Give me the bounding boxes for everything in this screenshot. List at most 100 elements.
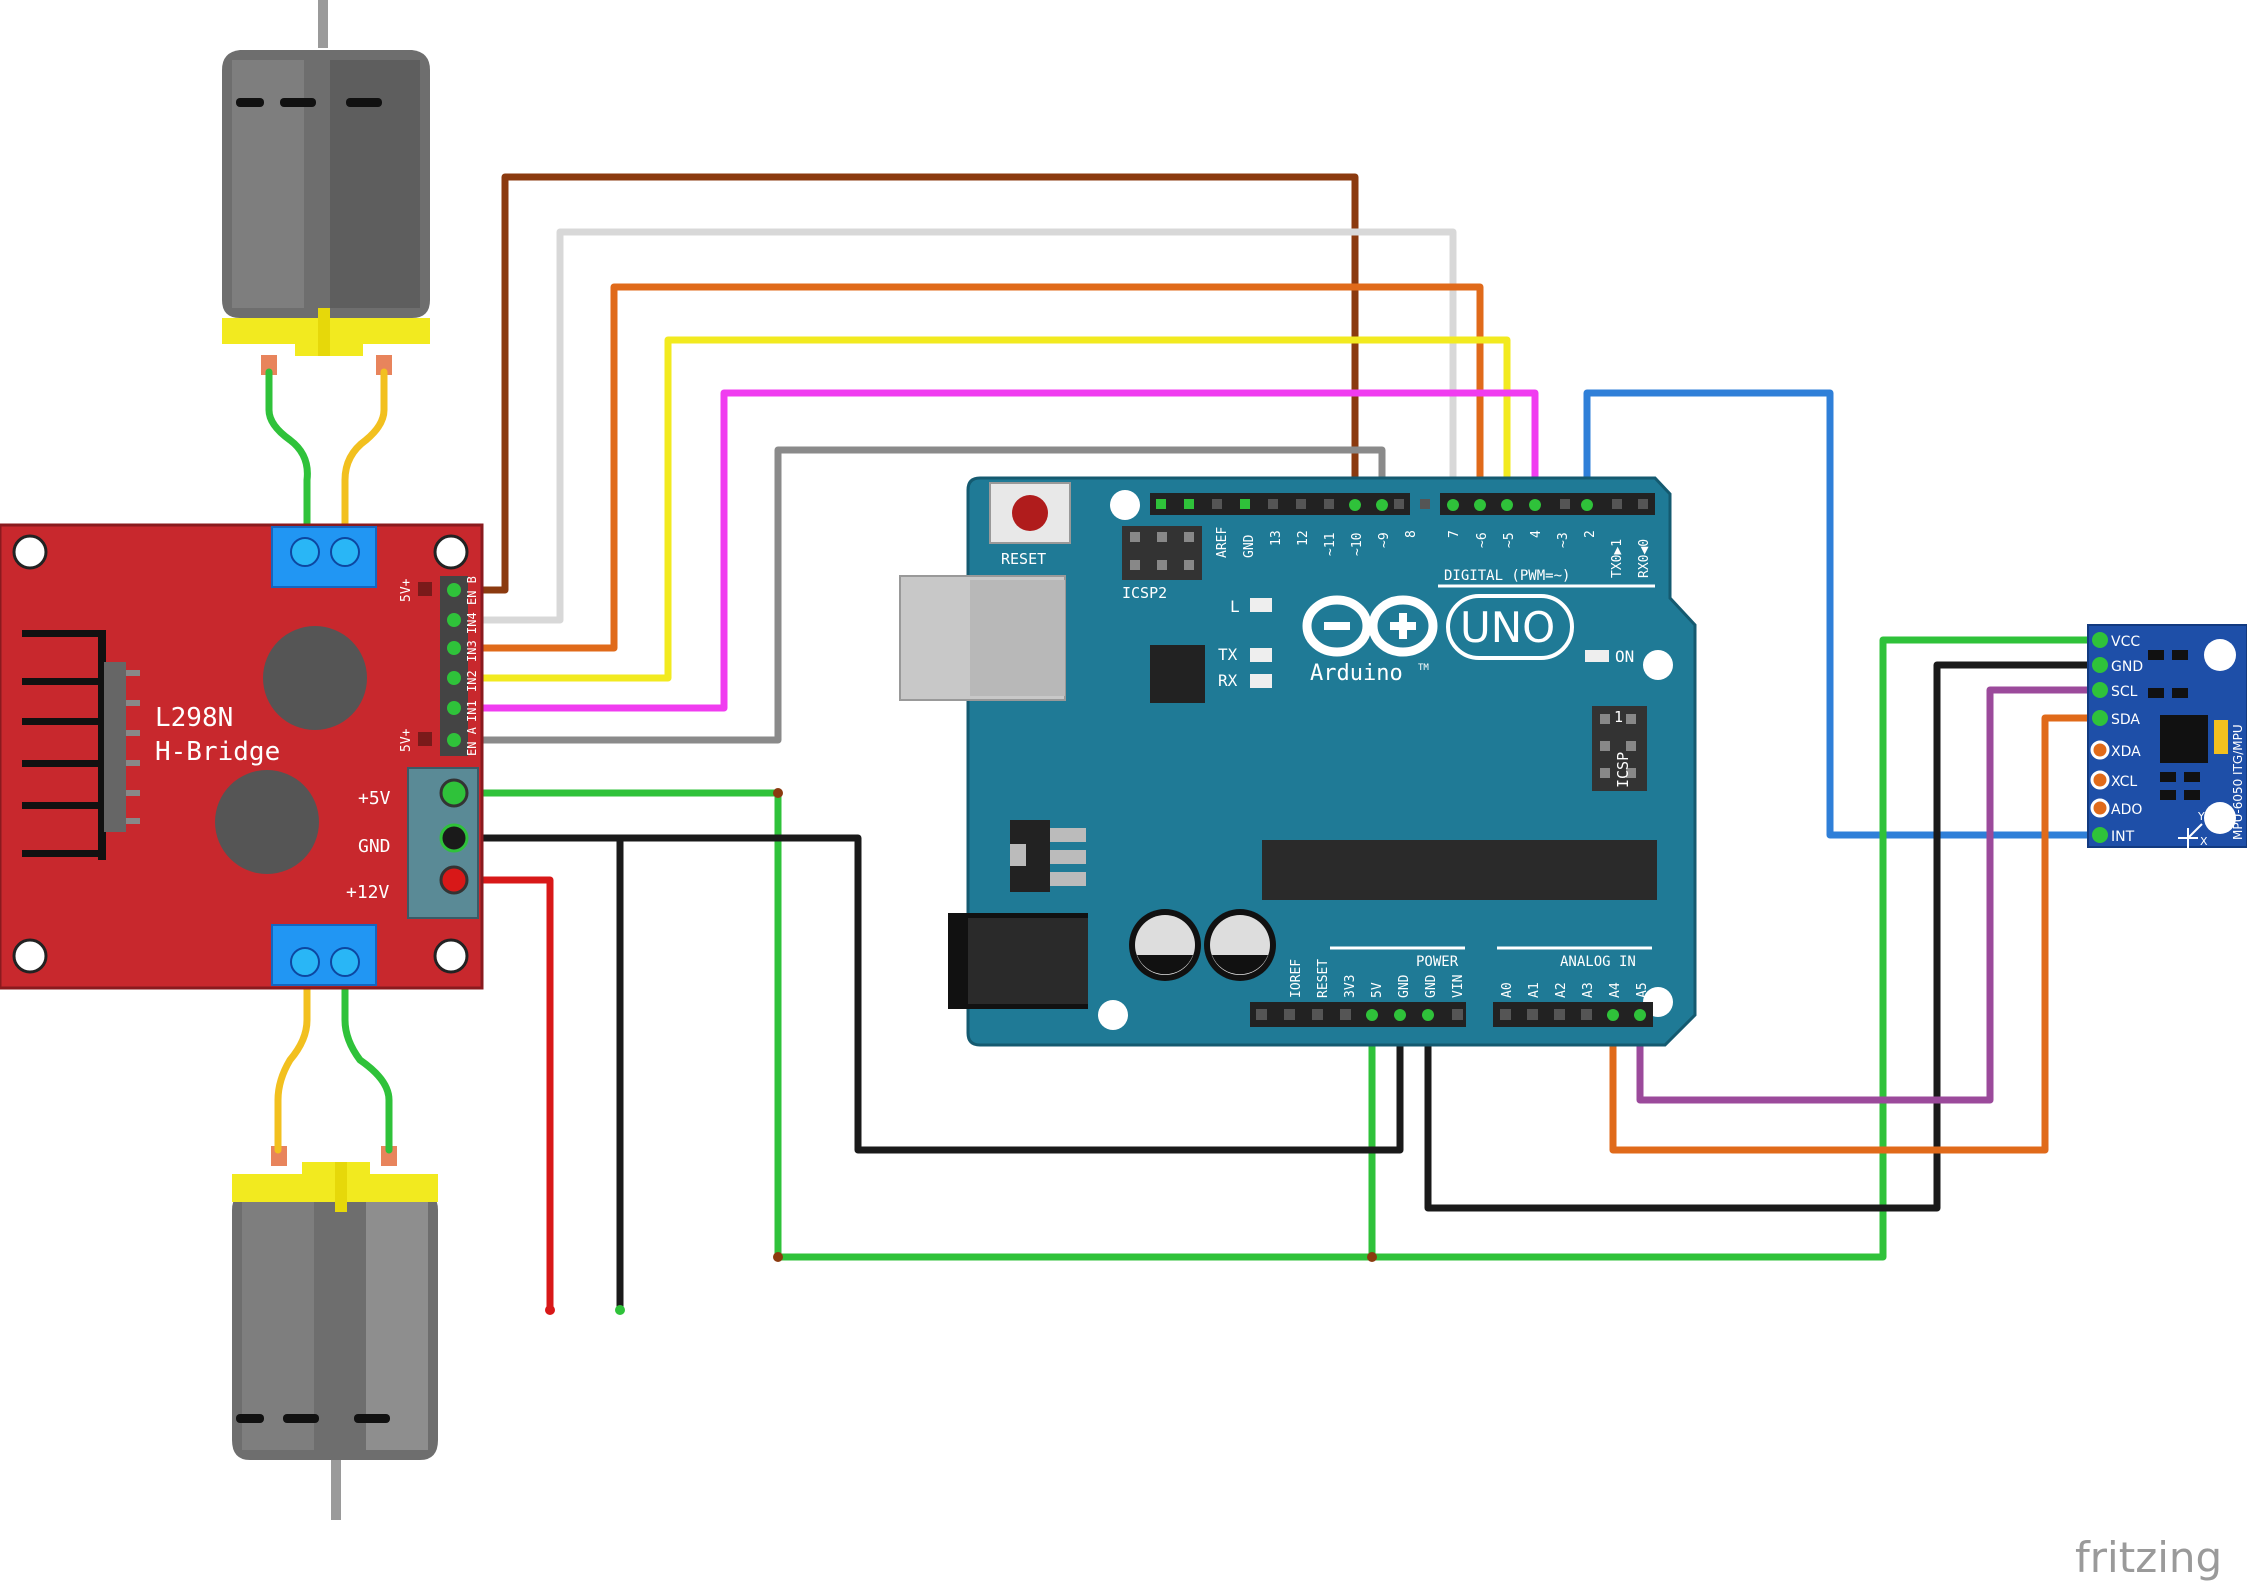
wire-black-gnd <box>454 834 1404 1154</box>
led-on <box>1585 650 1609 662</box>
pin-13: 13 <box>1269 530 1284 546</box>
pin-rx: RX0◀0 <box>1637 539 1652 578</box>
motor-top <box>222 0 430 375</box>
arduino-model: UNO <box>1460 603 1555 652</box>
wire-orange-sda <box>1609 714 2104 1154</box>
pin-3v3: 3V3 <box>1343 975 1358 998</box>
pin-a5: A5 <box>1635 982 1650 998</box>
led-tx-label: TX <box>1218 645 1238 664</box>
reset-label: RESET <box>1001 550 1046 568</box>
capacitor-right <box>1204 909 1276 981</box>
arduino-logo <box>1302 594 1574 660</box>
digital-header-left <box>1150 493 1410 515</box>
pin-gnd-2: GND <box>1424 974 1439 998</box>
led-l <box>1250 598 1272 612</box>
pin-ioref: IOREF <box>1289 959 1304 998</box>
wire-endpoints <box>773 788 1377 1262</box>
pin-tx: TX0▶1 <box>1610 539 1625 578</box>
pin-label-in1: IN1 <box>465 700 479 722</box>
wire-red-12v <box>454 876 554 1314</box>
mpu-pin-xcl: XCL <box>2111 774 2137 790</box>
wire-motor-bottom-green <box>341 956 393 1154</box>
arduino-brand: Arduino <box>1310 661 1403 686</box>
wires <box>265 173 2104 1314</box>
power-label-5v: +5V <box>358 788 391 809</box>
power-pin-labels: IOREF RESET 3V3 5V GND GND VIN <box>1289 959 1466 998</box>
pin-9: ~9 <box>1377 532 1392 548</box>
pin-label-in3: IN3 <box>465 640 479 662</box>
wire-blue-int <box>1583 389 2104 839</box>
digital-header-right <box>1440 493 1655 515</box>
mpu-pin-ado: ADO <box>2111 802 2142 818</box>
mpu-chip <box>2160 715 2208 763</box>
pin-5: ~5 <box>1502 532 1517 548</box>
wire-motor-bottom-yellow <box>274 956 311 1154</box>
mpu-pin-labels: VCC GND SCL SDA XDA XCL ADO INT <box>2111 634 2143 845</box>
pin-label-en-b: EN B <box>465 576 479 605</box>
mpu-pin-scl: SCL <box>2111 684 2138 700</box>
pin-3: ~3 <box>1556 532 1571 548</box>
pin-8: 8 <box>1404 530 1419 538</box>
pin-5v: 5V <box>1370 982 1385 998</box>
motor-terminal-bottom <box>271 924 377 986</box>
arduino-uno-board: RESET ICSP2 <box>899 476 1697 1047</box>
voltage-regulator <box>1010 820 1086 892</box>
pin-a1: A1 <box>1527 982 1542 998</box>
fritzing-watermark: fritzing <box>2075 1533 2222 1582</box>
pin-4: 4 <box>1529 530 1544 538</box>
mpu-pin-xda: XDA <box>2111 744 2141 760</box>
hbridge-subtitle: H-Bridge <box>155 737 280 767</box>
mpu6050-board: VCC GND SCL SDA XDA XCL ADO INT MPU-6050… <box>2087 624 2247 848</box>
mpu-axis-x: X <box>2200 835 2208 848</box>
pin-label-in2: IN2 <box>465 670 479 692</box>
led-rx <box>1250 674 1272 688</box>
mpu-title: MPU-6050 ITG/MPU <box>2231 724 2245 840</box>
digital-label: DIGITAL (PWM=~) <box>1444 568 1570 584</box>
pin-10: ~10 <box>1350 533 1365 556</box>
atmega-chip <box>1262 840 1657 900</box>
mpu-pin-sda: SDA <box>2111 712 2140 728</box>
mpu-axis-y: Y <box>2197 810 2205 823</box>
pin-aref: AREF <box>1215 527 1230 558</box>
mpu-pin-gnd: GND <box>2111 659 2143 675</box>
pin-reset: RESET <box>1316 959 1331 998</box>
wire-motor-top-yellow <box>341 368 388 549</box>
top-pin-labels-right: 7 ~6 ~5 4 ~3 2 TX0▶1 RX0◀0 <box>1447 530 1652 578</box>
pin-vin: VIN <box>1451 975 1466 998</box>
icsp-pin1-label: 1 <box>1614 708 1623 726</box>
l298n-board: L298N H-Bridge 5V+ 5V+ EN B IN4 IN3 IN2 … <box>0 523 484 990</box>
pin-11: ~11 <box>1323 533 1338 556</box>
power-label-gnd: GND <box>358 836 391 857</box>
mpu-pin-int: INT <box>2111 829 2135 845</box>
wire-orange-in3 <box>454 283 1484 652</box>
wire-white-in4 <box>454 228 1457 624</box>
power-header-label: POWER <box>1416 954 1459 970</box>
led-tx <box>1250 648 1272 662</box>
mpu-pins <box>2090 632 2110 843</box>
motor-terminal-top <box>271 526 377 588</box>
led-l-label: L <box>1230 597 1240 616</box>
axis-icon <box>2178 823 2203 848</box>
pin-a4: A4 <box>1608 982 1623 998</box>
pin-12: 12 <box>1296 530 1311 546</box>
pin-7: 7 <box>1447 530 1462 538</box>
reset-button[interactable] <box>989 482 1071 544</box>
led-rx-label: RX <box>1218 671 1238 690</box>
pin-a3: A3 <box>1581 982 1596 998</box>
analog-pin-labels: A0 A1 A2 A3 A4 A5 <box>1500 982 1650 998</box>
icsp-header <box>1592 706 1647 791</box>
icsp2-label: ICSP2 <box>1122 584 1167 602</box>
led-on-label: ON <box>1615 647 1634 666</box>
icsp2-header <box>1122 526 1202 580</box>
icsp-label: ICSP <box>1614 752 1632 788</box>
pin-label-en-a: EN A <box>465 726 479 756</box>
wire-gray-ena <box>454 446 1386 744</box>
hbridge-5v-label-bottom: 5V+ <box>399 728 414 752</box>
hbridge-signal-pins <box>447 583 461 747</box>
wire-black-mpu-gnd <box>1424 661 2104 1212</box>
pin-label-in4: IN4 <box>465 612 479 634</box>
pin-a2: A2 <box>1554 982 1569 998</box>
hbridge-5v-label-top: 5V+ <box>399 578 414 602</box>
